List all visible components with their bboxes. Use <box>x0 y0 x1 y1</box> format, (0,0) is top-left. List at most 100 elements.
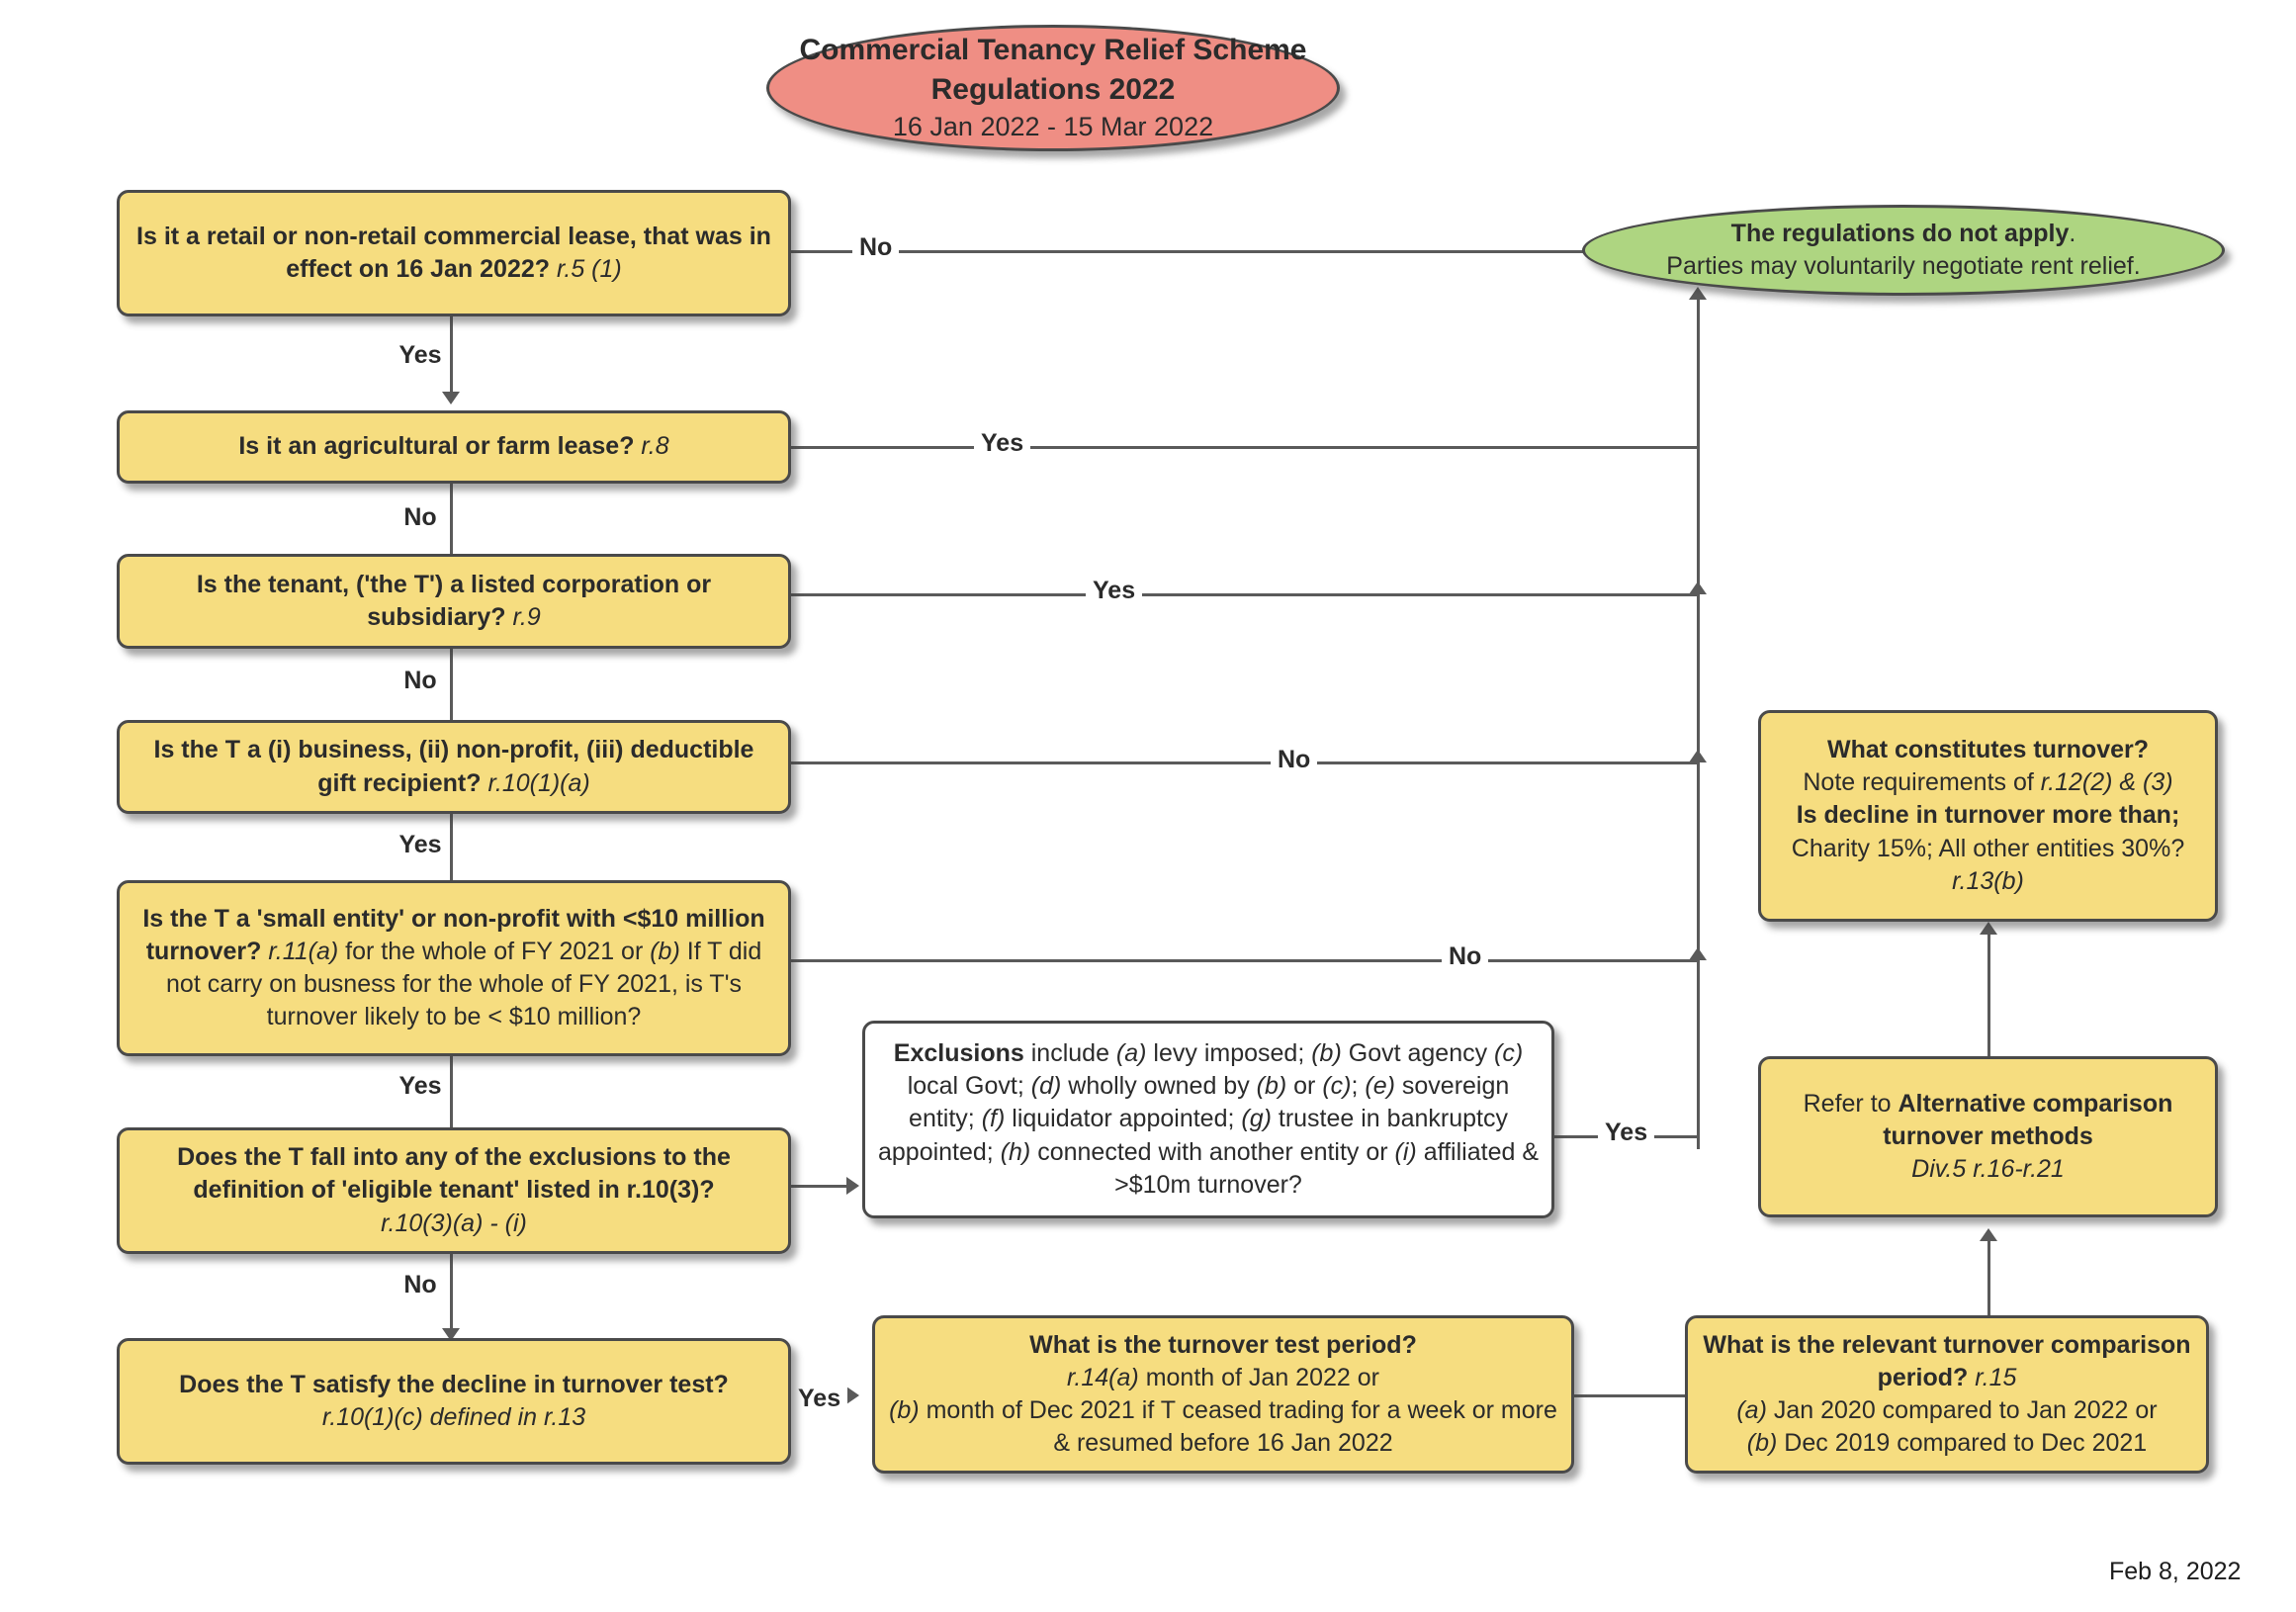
testperiod-line-3: (b) month of Dec 2021 if T ceased tradin… <box>887 1394 1559 1461</box>
turnoverdef-rule-1: r.12(2) & (3) <box>2040 768 2173 797</box>
terminal-node-regulations-do-not-apply: The regulations do not apply. Parties ma… <box>1582 205 2225 296</box>
turnoverdef-line-3: Is decline in turnover more than; Charit… <box>1773 799 2203 898</box>
q6-rule: r.10(3)(a) - (i) <box>381 1209 527 1237</box>
exclusions-item-c: (c) <box>1494 1038 1524 1067</box>
comparison-line-2: (a) Jan 2020 compared to Jan 2022 or <box>1700 1394 2194 1427</box>
q2-rule: r.8 <box>634 432 669 461</box>
edge-q6-q7 <box>450 1254 453 1338</box>
exclusions-text-b: Govt agency <box>1341 1038 1495 1067</box>
edge-exclusions-yes-riser <box>1697 1135 1700 1149</box>
exclusions-text-f: liquidator appointed; <box>1005 1105 1242 1133</box>
q5-rule-a: r.11(a) <box>261 937 339 965</box>
turnoverdef-rule-2: r.13(b) <box>1952 866 2024 895</box>
arrowhead-q4-join <box>1689 750 1707 762</box>
exclusions-text-d: wholly owned by <box>1061 1072 1257 1101</box>
exclusions-text-a: levy imposed; <box>1146 1038 1312 1067</box>
comparison-item-b: (b) <box>1746 1429 1778 1458</box>
edge-q6-exclusions <box>791 1185 852 1188</box>
exclusions-text-e: sovereign entity; <box>909 1072 1510 1133</box>
decision-q1-retail-lease[interactable]: Is it a retail or non-retail commercial … <box>117 190 791 316</box>
q4-bold: Is the T a (i) business, (ii) non-profit… <box>153 736 754 797</box>
arrowhead-altmethods-turnoverdef <box>1980 922 1997 935</box>
decision-q5-small-entity-turnover[interactable]: Is the T a 'small entity' or non-profit … <box>117 880 791 1056</box>
terminal-period: . <box>2069 219 2076 247</box>
edge-label-q2-yes: Yes <box>974 429 1031 458</box>
exclusions-text-b2: or <box>1286 1072 1323 1101</box>
edge-q2-q3 <box>450 484 453 563</box>
edge-label-q2-no: No <box>397 503 444 532</box>
arrowhead-q6-q7 <box>442 1328 460 1341</box>
q6-line-2: r.10(3)(a) - (i) <box>132 1208 776 1240</box>
turnoverdef-line-2: Note requirements of r.12(2) & (3) <box>1773 766 2203 799</box>
arrowhead-q6-exclusions <box>846 1177 859 1195</box>
turnoverdef-line-1: What constitutes turnover? <box>1773 734 2203 766</box>
edge-label-q6-no: No <box>397 1271 444 1299</box>
q3-rule: r.9 <box>505 603 541 631</box>
comparison-bold: What is the relevant turnover comparison… <box>1703 1330 2191 1391</box>
edge-q5-no <box>791 959 1699 962</box>
decision-q2-agricultural-lease[interactable]: Is it an agricultural or farm lease? r.8 <box>117 410 791 484</box>
edge-comparison-altmethods <box>1987 1236 1990 1315</box>
exclusions-item-f: (f) <box>981 1105 1006 1133</box>
comparison-rule: r.15 <box>1968 1363 2017 1391</box>
edge-label-exclusions-yes: Yes <box>1598 1119 1655 1147</box>
edge-q2-yes <box>791 446 1699 449</box>
edge-q3-q4 <box>450 649 453 730</box>
testperiod-rule-b: (b) <box>889 1396 920 1424</box>
exclusions-bold: Exclusions <box>893 1038 1024 1067</box>
q6-bold: Does the T fall into any of the exclusio… <box>177 1143 731 1205</box>
altmethods-line-1: Refer to Alternative comparison turnover… <box>1773 1088 2203 1154</box>
exclusions-text-c2: ; <box>1351 1072 1366 1101</box>
decision-q7-decline-in-turnover-test[interactable]: Does the T satisfy the decline in turnov… <box>117 1338 791 1465</box>
q7-line-1: Does the T satisfy the decline in turnov… <box>132 1369 776 1401</box>
footer-date: Feb 8, 2022 <box>2109 1558 2242 1585</box>
comparison-line-1: What is the relevant turnover comparison… <box>1700 1329 2194 1395</box>
arrowhead-q1-q2 <box>442 392 460 404</box>
edge-q1-to-terminal <box>791 250 1608 253</box>
q5-plain-2: If T did not carry on busness for the wh… <box>166 937 762 1031</box>
exclusions-item-d: (d) <box>1030 1072 1062 1101</box>
edge-right-trunk <box>1697 297 1700 1147</box>
q1-bold: Is it a retail or non-retail commercial … <box>136 222 771 283</box>
exclusions-item-c2: (c) <box>1322 1072 1352 1101</box>
edge-label-q1-yes: Yes <box>392 341 449 370</box>
turnoverdef-bold-2: Is decline in turnover more than; <box>1796 801 2180 830</box>
terminal-line-2: Parties may voluntarily negotiate rent r… <box>1666 252 2141 280</box>
q5-plain-1: for the whole of FY 2021 or <box>338 937 651 965</box>
edge-label-q3-no: No <box>397 667 444 695</box>
edge-q4-no <box>791 761 1699 764</box>
q1-rule: r.5 (1) <box>550 255 622 283</box>
terminal-bold: The regulations do not apply <box>1730 219 2070 247</box>
exclusions-item-g: (g) <box>1241 1105 1272 1133</box>
terminal-line-1: The regulations do not apply. <box>1597 218 2210 250</box>
altmethods-plain: Refer to <box>1803 1089 1899 1118</box>
altmethods-bold: Alternative comparison turnover methods <box>1883 1089 2173 1150</box>
title-node: Commercial Tenancy Relief Scheme Regulat… <box>766 25 1340 151</box>
edge-q5-q6 <box>450 1056 453 1140</box>
edge-q1-q2 <box>450 316 453 400</box>
arrowhead-q3-join <box>1689 582 1707 594</box>
exclusions-item-e: (e) <box>1365 1072 1395 1101</box>
decision-q3-listed-corporation[interactable]: Is the tenant, ('the T') a listed corpor… <box>117 554 791 649</box>
exclusions-item-i: (i) <box>1394 1137 1417 1166</box>
info-what-constitutes-turnover: What constitutes turnover? Note requirem… <box>1758 710 2218 922</box>
edge-label-q5-no: No <box>1442 942 1489 971</box>
testperiod-rule-a: r.14(a) <box>1067 1363 1139 1391</box>
edge-label-q3-yes: Yes <box>1086 577 1143 605</box>
testperiod-plain-b: month of Dec 2021 if T ceased trading fo… <box>919 1396 1557 1458</box>
q4-rule: r.10(1)(a) <box>481 768 590 797</box>
testperiod-line-1: What is the turnover test period? <box>887 1329 1559 1362</box>
exclusions-text-g: trustee in bankruptcy appointed; <box>877 1105 1508 1166</box>
decision-q4-business-nonprofit-dgr[interactable]: Is the T a (i) business, (ii) non-profit… <box>117 720 791 814</box>
info-relevant-comparison-period: What is the relevant turnover comparison… <box>1685 1315 2209 1474</box>
edge-label-q7-yes: Yes <box>791 1385 848 1413</box>
testperiod-line-2: r.14(a) month of Jan 2022 or <box>887 1362 1559 1394</box>
q7-line-2: r.10(1)(c) defined in r.13 <box>132 1401 776 1434</box>
q6-line-1: Does the T fall into any of the exclusio… <box>132 1141 776 1208</box>
edge-label-q1-no: No <box>852 233 900 262</box>
arrowhead-q7-testperiod <box>846 1387 859 1404</box>
altmethods-rule: Div.5 r.16-r.21 <box>1911 1155 2065 1184</box>
turnoverdef-bold-1: What constitutes turnover? <box>1826 735 2149 763</box>
q2-bold: Is it an agricultural or farm lease? <box>238 432 635 461</box>
decision-q6-exclusions-eligible-tenant[interactable]: Does the T fall into any of the exclusio… <box>117 1127 791 1254</box>
